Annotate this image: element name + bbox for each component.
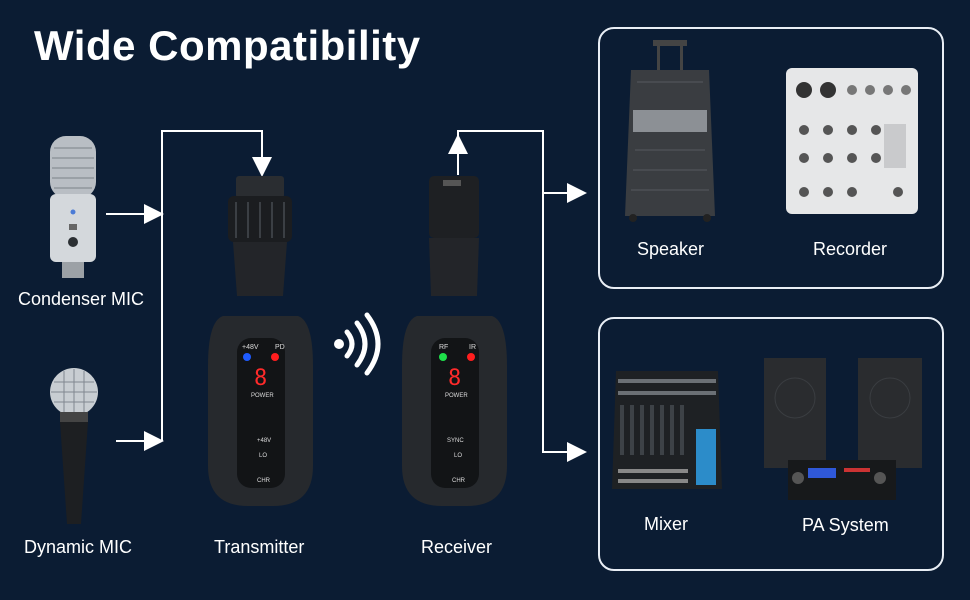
pa-system-icon: [764, 358, 922, 500]
red-led-icon: [467, 353, 475, 361]
receiver-unit: RF IR 8 POWER SYNC LO CHR: [399, 176, 514, 506]
receiver-power-label: POWER: [445, 393, 468, 399]
recorder-icon: [786, 68, 918, 214]
receiver-label: Receiver: [421, 537, 493, 557]
mixer-icon: [612, 371, 722, 489]
channel-display: 8: [448, 366, 462, 391]
dynamic-mic-icon: [50, 368, 98, 524]
transmitter-led-label-1: +48V: [242, 344, 259, 351]
page-title: Wide Compatibility: [34, 22, 421, 69]
speaker-label: Speaker: [637, 239, 705, 259]
mixer-label: Mixer: [644, 514, 688, 534]
pa-system-label: PA System: [802, 515, 889, 535]
output-panel-top: [598, 27, 944, 289]
condenser-mic-icon: [50, 136, 96, 278]
transmitter-lo-label: LO: [259, 453, 268, 459]
receiver-led-label-1: RF: [439, 344, 449, 351]
receiver-chr-label: CHR: [452, 478, 465, 484]
input-bus-line: [161, 130, 272, 441]
transmitter-label: Transmitter: [214, 537, 305, 557]
speaker-icon: [625, 40, 715, 222]
output-panel-bottom: [598, 317, 944, 571]
condenser-mic-label: Condenser MIC: [18, 289, 145, 309]
transmitter-chr-label: CHR: [257, 478, 270, 484]
receiver-sync-label: SYNC: [447, 438, 464, 444]
transmitter-led-label-2: PD: [275, 344, 285, 351]
dynamic-mic-label: Dynamic MIC: [24, 537, 133, 557]
receiver-lo-label: LO: [454, 453, 463, 459]
receiver-led-label-2: IR: [469, 344, 476, 351]
recorder-label: Recorder: [813, 239, 888, 259]
transmitter-unit: +48V PD 8 POWER +48V LO CHR: [203, 176, 318, 506]
green-led-icon: [439, 353, 447, 361]
red-led-icon: [271, 353, 279, 361]
transmitter-48v-label: +48V: [257, 438, 272, 444]
channel-display: 8: [254, 366, 268, 391]
blue-led-icon: [243, 353, 251, 361]
transmitter-power-label: POWER: [251, 393, 274, 399]
wireless-signal-icon: [334, 312, 381, 376]
